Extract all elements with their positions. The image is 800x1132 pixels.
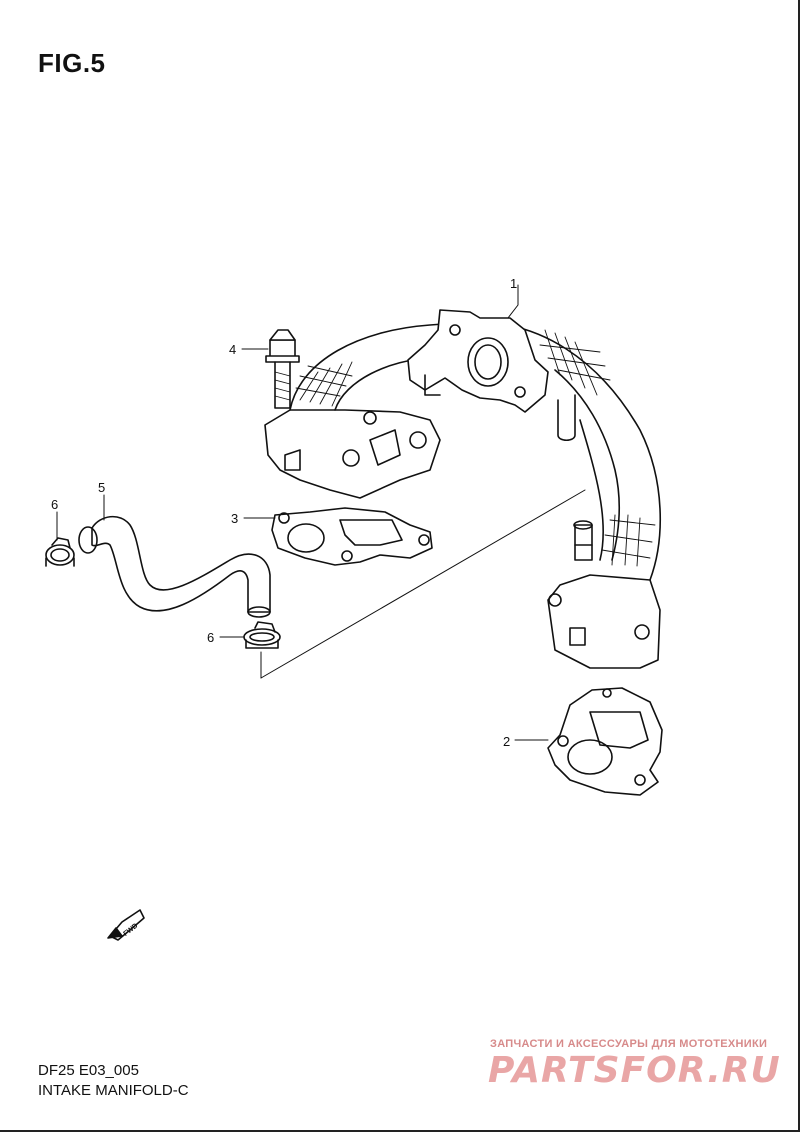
callout-6-lower: 6: [207, 630, 214, 645]
figure-title: FIG.5: [38, 48, 106, 78]
upper-gasket-part[interactable]: [271, 507, 433, 566]
callout-4: 4: [229, 342, 236, 357]
hose-clamp-lower-part[interactable]: [243, 621, 281, 649]
callout-1: 1: [510, 276, 517, 291]
callout-2: 2: [503, 734, 510, 749]
watermark-logo: PARTSFOR.RU: [488, 1050, 781, 1091]
callout-5: 5: [98, 480, 105, 495]
callout-3: 3: [231, 511, 238, 526]
intake-manifold-part[interactable]: [264, 309, 662, 669]
leader-lines: [56, 284, 586, 741]
hose-clamp-upper-part[interactable]: [45, 537, 75, 567]
callout-6-upper: 6: [51, 497, 58, 512]
diagram-name: INTAKE MANIFOLD-C: [38, 1082, 189, 1099]
lower-gasket-part[interactable]: [547, 687, 663, 796]
diagram-code: DF25 E03_005: [38, 1062, 139, 1079]
bolt-part[interactable]: [265, 329, 300, 409]
hose-part[interactable]: [78, 515, 271, 618]
fwd-arrow-icon: [107, 909, 145, 941]
watermark-tagline: ЗАПЧАСТИ И АКСЕССУАРЫ ДЛЯ МОТОТЕХНИКИ: [490, 1038, 768, 1050]
